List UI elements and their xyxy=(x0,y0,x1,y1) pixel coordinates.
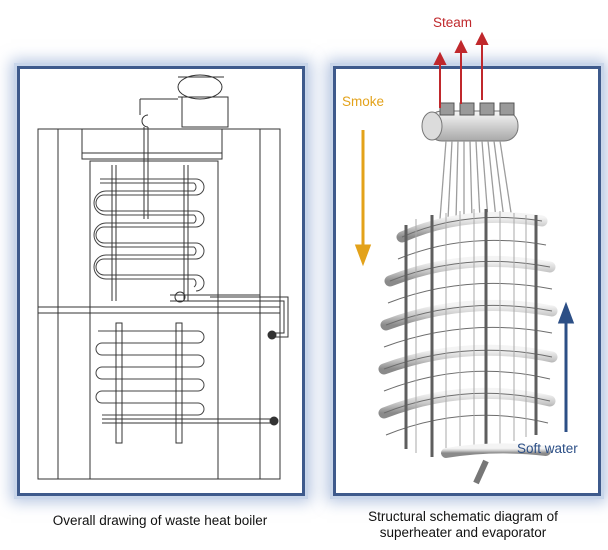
schematic-panel xyxy=(333,66,601,496)
waste-heat-boiler-drawing xyxy=(37,74,289,480)
soft-water-arrow xyxy=(557,301,575,432)
caption-schematic-line2: superheater and evaporator xyxy=(379,525,547,540)
caption-schematic-line1: Structural schematic diagram of xyxy=(368,509,558,524)
caption-schematic: Structural schematic diagram of superhea… xyxy=(318,509,608,541)
steam-label: Steam xyxy=(433,15,473,30)
superheater-evaporator-schematic xyxy=(378,102,558,485)
smoke-arrow xyxy=(354,130,372,267)
smoke-label: Smoke xyxy=(342,94,385,109)
caption-boiler: Overall drawing of waste heat boiler xyxy=(52,513,268,528)
soft-water-label: Soft water xyxy=(517,441,578,456)
steam-arrows xyxy=(433,31,489,108)
boiler-drawing-panel xyxy=(17,66,305,496)
